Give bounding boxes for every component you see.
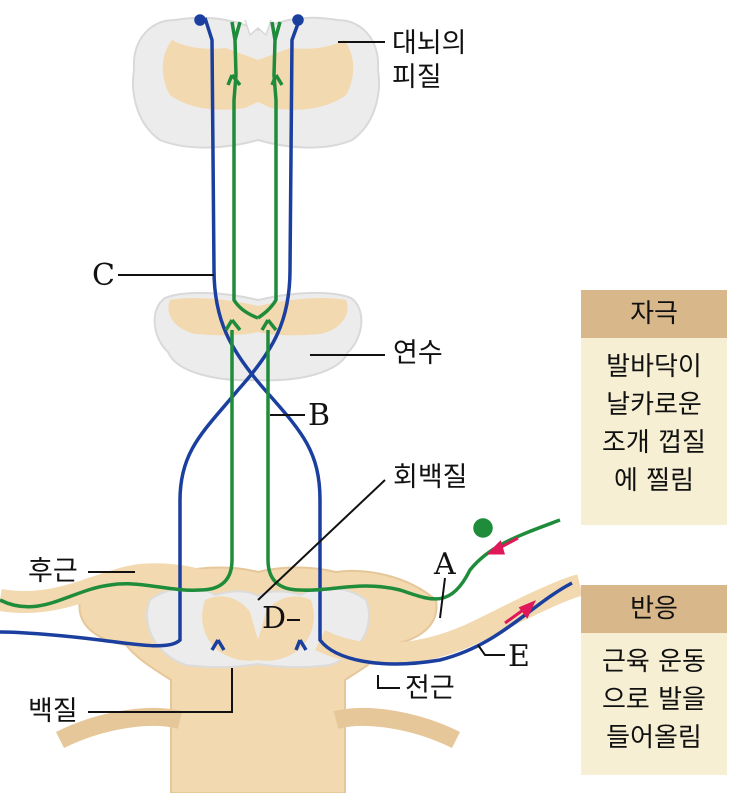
stimulus-box: 자극 발바닥이 날카로운 조개 껍질 에 찔림 [581,290,727,525]
label-white-matter: 백질 [28,696,78,727]
leader-white-matter [88,668,233,713]
letter-c: C [92,258,115,293]
leader-a [439,577,446,619]
label-medulla: 연수 [393,338,443,369]
label-cerebral-cortex-line2: 피질 [392,62,442,93]
leader-gray-matter [257,479,386,601]
label-cerebral-cortex-line1: 대뇌의 [392,28,467,59]
label-dorsal-root: 후근 [28,556,78,587]
spinal-cord-section [55,566,461,793]
stimulus-text: 발바닥이 날카로운 조개 껍질 에 찔림 [602,352,706,496]
stimulus-arrow [486,536,519,555]
label-gray-matter: 회백질 [393,462,468,493]
response-arrow [504,600,536,625]
letter-b: B [308,398,330,433]
response-title: 반응 [581,585,727,633]
label-ventral-root: 전근 [405,673,455,704]
letter-a: A [433,547,456,582]
stimulus-title: 자극 [581,290,727,338]
response-text: 근육 운동 으로 발을 들어올림 [602,647,706,753]
dorsal-root-nerve [0,563,203,614]
cerebral-cortex-section [132,16,380,149]
letter-d: D [262,601,286,636]
letter-e: E [508,639,530,674]
response-box: 반응 근육 운동 으로 발을 들어올림 [581,585,727,775]
leader-ventral-root [377,675,400,689]
leader-e [477,644,505,656]
